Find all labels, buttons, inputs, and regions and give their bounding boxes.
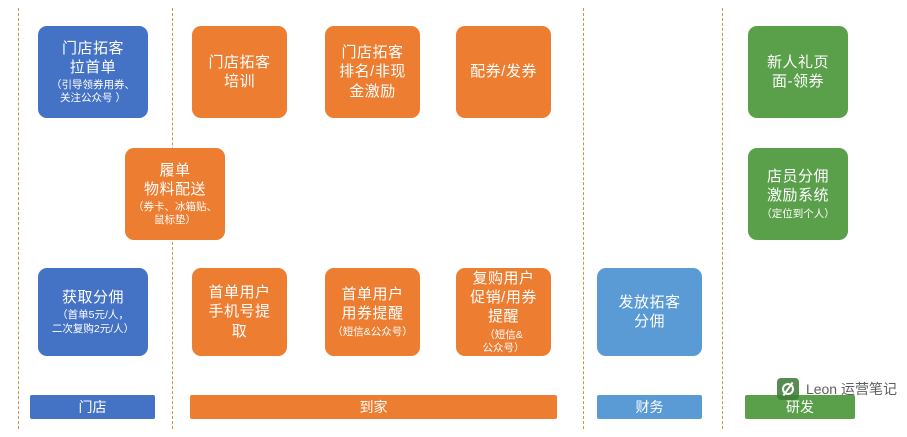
footer-store[interactable]: 门店 bbox=[30, 395, 155, 419]
box-sub-label: （引导领券用券、 关注公众号 ） bbox=[51, 79, 135, 105]
box-main-label: 新人礼页 面-领券 bbox=[766, 53, 829, 90]
leaf-logo-icon bbox=[776, 378, 799, 400]
box-first-order-remind[interactable]: 首单用户 用券提醒 （短信&公众号） bbox=[325, 268, 420, 356]
footer-label: 到家 bbox=[359, 399, 388, 415]
box-sub-label: （短信&公众号） bbox=[332, 325, 413, 338]
box-sub-label: （首单5元/人， 二次复购2元/人） bbox=[51, 309, 135, 335]
box-main-label: 获取分佣 bbox=[61, 289, 124, 307]
box-get-commission[interactable]: 获取分佣 （首单5元/人， 二次复购2元/人） bbox=[38, 268, 148, 356]
box-clerk-commission[interactable]: 店员分佣 激励系统 （定位到个人） bbox=[748, 148, 848, 240]
box-store-training[interactable]: 门店拓客 培训 bbox=[192, 26, 287, 118]
box-sub-label: （券卡、冰箱贴、 鼠标垫） bbox=[133, 201, 217, 227]
box-fulfillment[interactable]: 履单 物料配送 （券卡、冰箱贴、 鼠标垫） bbox=[125, 148, 225, 240]
footer-label: 财务 bbox=[635, 399, 664, 415]
watermark: Leon 运营笔记 bbox=[776, 378, 897, 400]
box-store-first-order[interactable]: 门店拓客 拉首单 （引导领券用券、 关注公众号 ） bbox=[38, 26, 148, 118]
footer-label: 研发 bbox=[786, 399, 814, 415]
box-main-label: 门店拓客 培训 bbox=[208, 53, 271, 90]
box-main-label: 首单用户 手机号提 取 bbox=[208, 284, 271, 340]
box-sub-label: （短信& 公众号） bbox=[482, 328, 525, 354]
divider-right bbox=[583, 8, 584, 429]
divider-far-right bbox=[722, 8, 723, 429]
box-main-label: 门店拓客 拉首单 bbox=[61, 39, 124, 76]
box-sub-label: （定位到个人） bbox=[761, 207, 835, 220]
box-main-label: 复购用户 促销/用券 提醒 bbox=[470, 270, 537, 326]
divider-left bbox=[18, 8, 19, 429]
box-main-label: 履单 物料配送 bbox=[143, 161, 206, 198]
footer-tech[interactable]: 研发 bbox=[745, 395, 855, 419]
box-main-label: 店员分佣 激励系统 bbox=[766, 168, 829, 205]
box-main-label: 门店拓客 排名/非现 金激励 bbox=[339, 44, 406, 100]
box-main-label: 首单用户 用券提醒 bbox=[341, 286, 404, 323]
box-repurchase-remind[interactable]: 复购用户 促销/用券 提醒（短信& 公众号） bbox=[456, 268, 551, 356]
box-first-order-phone[interactable]: 首单用户 手机号提 取 bbox=[192, 268, 287, 356]
watermark-text: Leon 运营笔记 bbox=[805, 381, 897, 397]
box-coupon-issue[interactable]: 配券/发券 bbox=[456, 26, 551, 118]
box-pay-commission[interactable]: 发放拓客 分佣 bbox=[597, 268, 702, 356]
box-new-user-gift[interactable]: 新人礼页 面-领券 bbox=[748, 26, 848, 118]
box-store-ranking[interactable]: 门店拓客 排名/非现 金激励 bbox=[325, 26, 420, 118]
box-main-label: 发放拓客 分佣 bbox=[618, 293, 681, 330]
footer-delivery[interactable]: 到家 bbox=[190, 395, 557, 419]
footer-finance[interactable]: 财务 bbox=[597, 395, 702, 419]
box-main-label: 配券/发券 bbox=[470, 63, 537, 81]
footer-label: 门店 bbox=[78, 399, 107, 415]
